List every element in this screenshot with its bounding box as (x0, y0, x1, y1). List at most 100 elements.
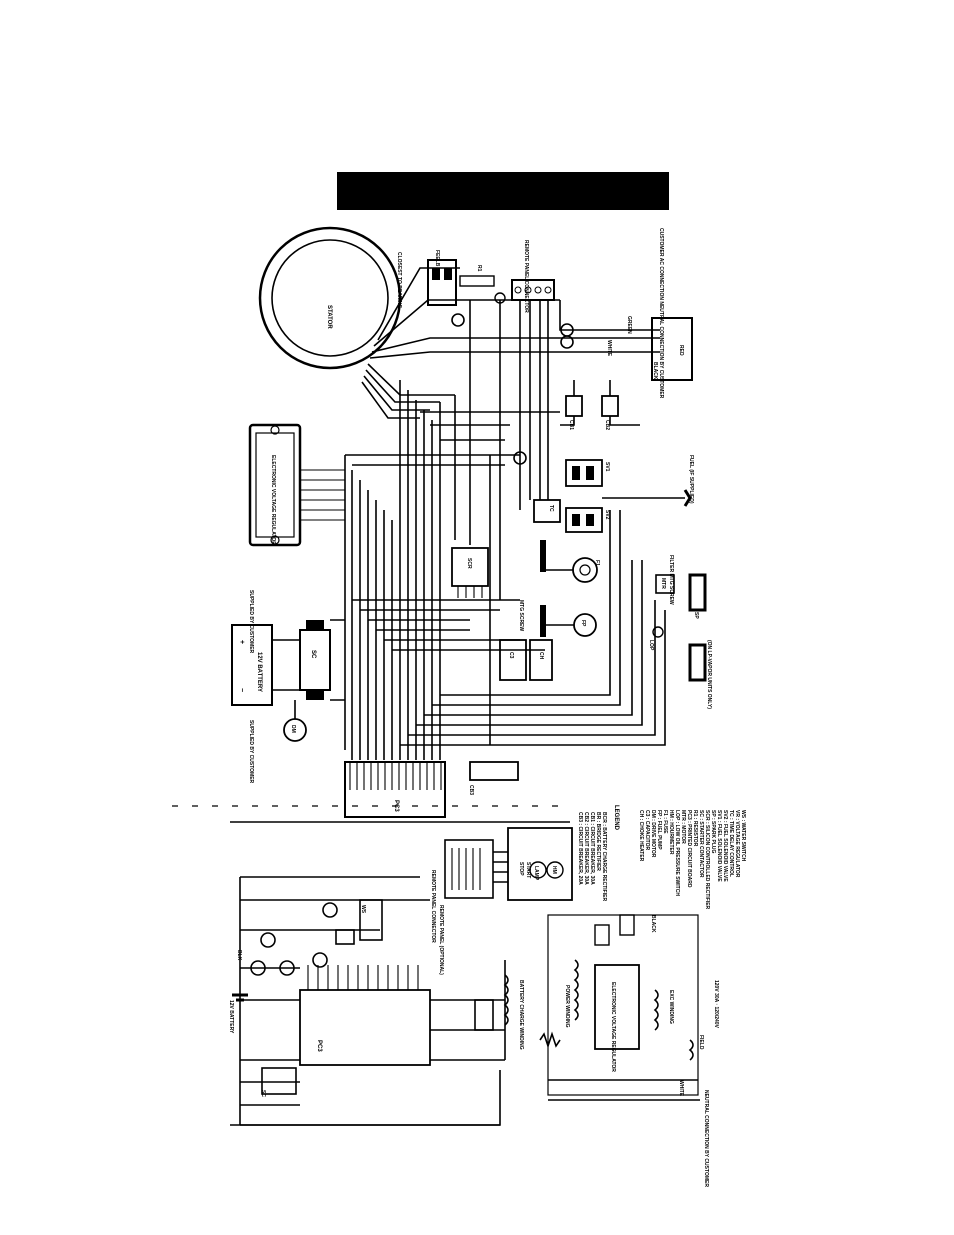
legend-item-22: VR : VOLTAGE REGULATOR (734, 810, 740, 878)
exc-winding-label: EXC WINDING (668, 990, 674, 1024)
f1-label: F1 (594, 560, 600, 566)
legend: LEGEND BCR : BATTERY CHARGE RECTIFIER BR… (577, 805, 746, 910)
battery-section: 12V BATTERY + − SC DM SUPPLIED BY CUSTOM… (231, 590, 345, 784)
supplied-bottom-label: SUPPLIED BY CUSTOMER (248, 720, 254, 784)
legend-item-2: BR : BRIDGE RECTIFIER (595, 812, 601, 871)
power-winding-label: POWER WINDING (564, 985, 570, 1028)
battery-minus: − (238, 688, 245, 692)
cb3: CB3 (468, 761, 519, 795)
pc3-lower: PC3 (299, 965, 505, 1066)
lamp-label: LAMP (533, 866, 539, 881)
ratings-label: 120V 30A · 120/240V (713, 980, 719, 1029)
stator: STATOR (258, 226, 402, 370)
legend-item-19: SV1 : FUEL SOLENOID VALVE (716, 810, 722, 882)
start-label: START (525, 862, 531, 878)
sv1-label: SV1 (604, 462, 610, 472)
pc3-lower-label: PC3 (316, 1040, 322, 1052)
tc-label: TC (548, 505, 554, 512)
top-components: FEELB R1 REMOTE PANEL CONNECTOR (427, 240, 555, 327)
fp-label: FP (580, 620, 586, 627)
green-wire-label: GREEN (626, 316, 632, 334)
power-section: POWER WINDING ELECTRONIC VOLTAGE REGULAT… (547, 914, 719, 1187)
stop-label: STOP (518, 862, 524, 876)
charge-winding: BATTERY CHARGE WINDING (474, 960, 561, 1060)
remote-panel-schematic: STOP START LAMP HM REMOTE PANEL CONNECTO… (430, 827, 573, 975)
title-bar (337, 172, 669, 210)
sc-label: SC (310, 650, 316, 659)
closest-to-bearing-label: CLOSEST TO BEARING (396, 252, 402, 308)
fuel-solenoids: SV1 TC SV2 FUEL (IF SUPPLIED) (513, 451, 694, 533)
stator-label: STATOR (326, 305, 332, 329)
red-wire-label: RED (678, 345, 684, 356)
legend-item-21: TC : TIME DELAY CONTROL (728, 810, 734, 877)
neutral-label: NEUTRAL CONNECTION BY CUSTOMER (703, 1090, 709, 1187)
blk-label: BLK (236, 950, 242, 961)
hm-label: HM (551, 866, 557, 874)
pc3-board: PC3 (344, 761, 446, 818)
legend-item-9: FP : FUEL PUMP (656, 810, 662, 850)
bottom-rail (230, 1070, 501, 1126)
legend-item-11: HM : HOURMETER (668, 810, 674, 855)
legend-item-18: SP : SPARK PLUG (710, 810, 716, 854)
legend-item-6: CH : CHOKE HEATER (638, 810, 644, 862)
black-wire-label: BLACK (652, 362, 658, 380)
scr: SCR (451, 547, 489, 598)
remote-connector-label: REMOTE PANEL CONNECTOR (523, 240, 529, 313)
ch-label: CH (538, 652, 544, 660)
legend-item-23: WS : WATER SWITCH (740, 810, 746, 862)
ac-connection-label: CUSTOMER AC CONNECTION NEUTRAL CONNECTIO… (658, 228, 664, 399)
field-label: FIELD (698, 1035, 704, 1050)
legend-item-14: PC3 : PRINTED CIRCUIT BOARD (686, 810, 692, 888)
remote-connector-lower-label: REMOTE PANEL CONNECTOR (430, 870, 436, 943)
legend-item-10: F1 : FUSE (662, 810, 668, 834)
circuit-breakers: CB1 CB2 (560, 380, 640, 430)
legend-item-4: CB2 : CIRCUIT BREAKER, 30A (583, 812, 589, 885)
scr-label: SCR (466, 558, 472, 569)
fuse-and-pump: F1 FP (540, 540, 600, 637)
lop-label: LOP (648, 640, 654, 651)
lower-bus: WS 12V BATTERY BLK SC (228, 876, 500, 1126)
ac-connection: CUSTOMER AC CONNECTION NEUTRAL CONNECTIO… (559, 228, 693, 399)
charge-winding-label: BATTERY CHARGE WINDING (518, 980, 524, 1050)
legend-item-16: SC : STARTER CONTACTOR (698, 810, 704, 878)
regulator-lower-label: ELECTRONIC VOLTAGE REGULATOR (610, 982, 616, 1072)
voltage-regulator: ELECTRONIC VOLTAGE REGULATOR (248, 423, 345, 547)
legend-item-13: MTR : MOTOR (680, 810, 686, 844)
battery-plus: + (238, 640, 245, 644)
white-wire-label: WHITE (606, 340, 612, 357)
mtg-screw-label: MTG SCREW (518, 600, 524, 631)
legend-item-20: SV2 : FUEL SOLENOID VALVE (722, 810, 728, 882)
legend-item-7: C3 : CAPACITOR (644, 810, 650, 850)
dm-label: DM (290, 725, 296, 733)
mtr-label: MTR (660, 578, 666, 589)
filter-screw-label: FILTER MTG SCREW (668, 555, 674, 605)
black-lower-label: BLACK (650, 915, 656, 933)
sv2-label: SV2 (604, 510, 610, 520)
legend-item-5: CB3 : CIRCUIT BREAKER, 20A (577, 812, 583, 885)
c3-label: C3 (508, 652, 514, 659)
legend-title: LEGEND (613, 805, 619, 831)
remote-optional-label: REMOTE PANEL (OPTIONAL) (438, 905, 444, 975)
feelb-label: FEELB (434, 250, 440, 267)
legend-item-3: CB1 : CIRCUIT BREAKER, 30A (589, 812, 595, 885)
regulator-label: ELECTRONIC VOLTAGE REGULATOR (270, 455, 276, 545)
r1-label: R1 (476, 265, 482, 272)
legend-item-15: R1 : RESISTOR (692, 810, 698, 847)
sp-label: SP (693, 612, 699, 619)
legend-item-1: BCR : BATTERY CHARGE RECTIFIER (601, 812, 607, 901)
legend-item-12: LOP : LOW OIL PRESSURE SWITCH (674, 810, 680, 896)
legend-item-17: SCR : SILICON CONTROLLED RECTIFIER (704, 810, 710, 910)
ws-label: WS (360, 905, 366, 914)
choke-heater: C3 CH MTG SCREW (499, 600, 553, 681)
cb3-label: CB3 (468, 785, 474, 795)
legend-item-8: DM : DRIVE MOTOR (650, 810, 656, 858)
engine-parts: MTR SP LOP FILTER MTG SCREW (ON LP-VAPOR… (648, 555, 712, 709)
supplied-top-label: SUPPLIED BY CUSTOMER (248, 590, 254, 654)
lop-units-label: (ON LP-VAPOR UNITS ONLY) (706, 640, 712, 709)
cb2-label: CB2 (604, 420, 610, 430)
white-lower-label: WHITE (678, 1080, 684, 1097)
cb1-label: CB1 (568, 420, 574, 430)
sc-lower-label: SC (260, 1090, 266, 1097)
battery-label: 12V BATTERY (256, 652, 262, 692)
